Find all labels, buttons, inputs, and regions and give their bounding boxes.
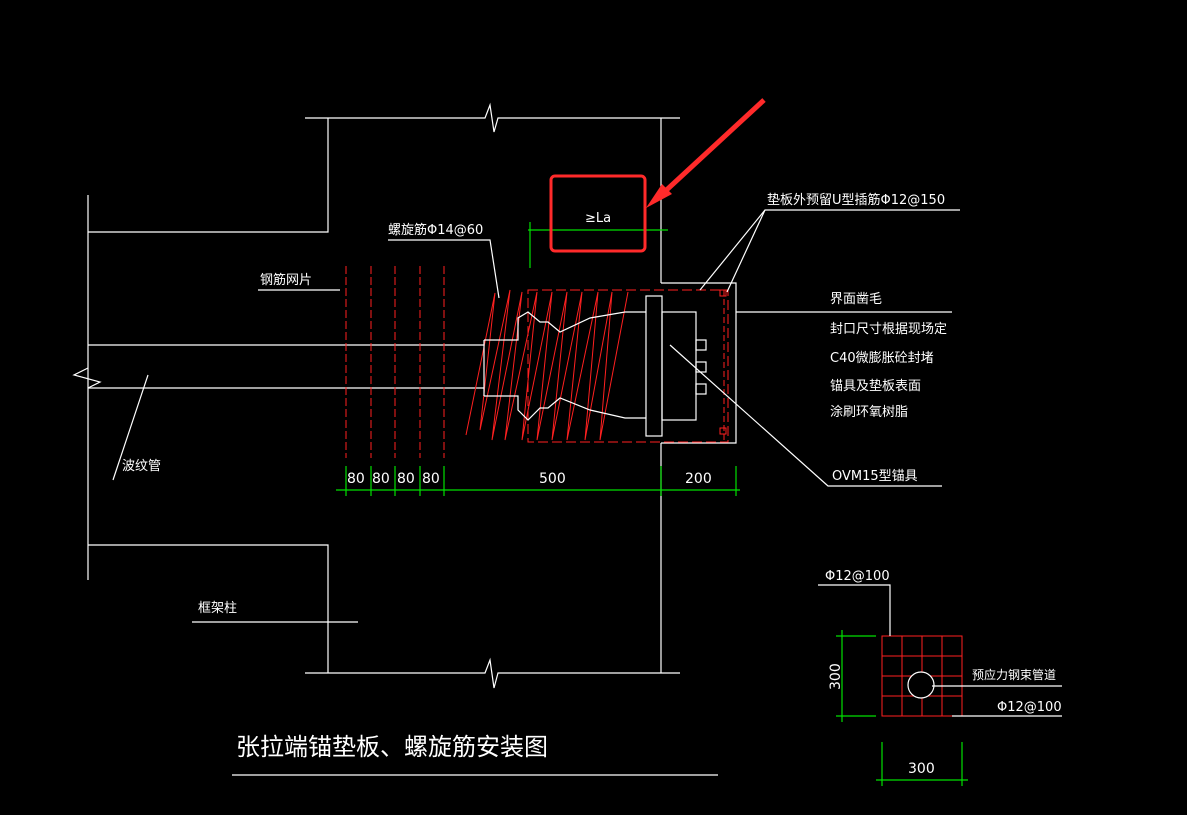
red-arrow: [646, 98, 766, 208]
highlight-box: [549, 174, 647, 253]
dimension-chain: [336, 466, 740, 496]
dim-80-1: 80: [347, 471, 365, 487]
drawing-title: 张拉端锚垫板、螺旋筋安装图: [236, 733, 548, 761]
spiral-label: 螺旋筋Φ14@60: [388, 222, 483, 238]
section-width: 300: [908, 761, 935, 777]
dim-500: 500: [539, 471, 566, 487]
interface-label: 界面凿毛: [830, 292, 882, 307]
dim-80-4: 80: [422, 471, 440, 487]
note-1: 封口尺寸根据现场定: [830, 322, 947, 337]
dim-80-3: 80: [397, 471, 415, 487]
column-outline: [72, 102, 737, 689]
section-side-rebar: Φ12@100: [997, 700, 1062, 715]
la-label: ≥La: [585, 211, 611, 226]
leader-lines: [112, 209, 960, 623]
u-bar-label: 垫板外预留U型插筋Φ12@150: [767, 192, 945, 208]
note-2: C40微膨胀砼封堵: [830, 351, 934, 366]
section-height: 300: [828, 663, 844, 690]
anchor-assembly: [483, 295, 707, 437]
duct-label: 波纹管: [122, 459, 161, 474]
la-dimension: [528, 222, 668, 268]
column-label: 框架柱: [198, 601, 237, 616]
dim-80-2: 80: [372, 471, 390, 487]
dim-200: 200: [685, 471, 712, 487]
steel-mesh: [345, 266, 445, 458]
section-detail: [818, 584, 1062, 786]
mesh-label: 钢筋网片: [260, 272, 312, 288]
note-4: 涂刷环氧树脂: [830, 404, 908, 420]
section-top-rebar: Φ12@100: [825, 569, 890, 584]
spiral-rebar: [465, 289, 729, 443]
u-bars: [719, 289, 727, 442]
section-duct-label: 预应力钢束管道: [972, 667, 1056, 682]
note-3: 锚具及垫板表面: [830, 378, 921, 394]
anchor-label: OVM15型锚具: [832, 469, 918, 484]
